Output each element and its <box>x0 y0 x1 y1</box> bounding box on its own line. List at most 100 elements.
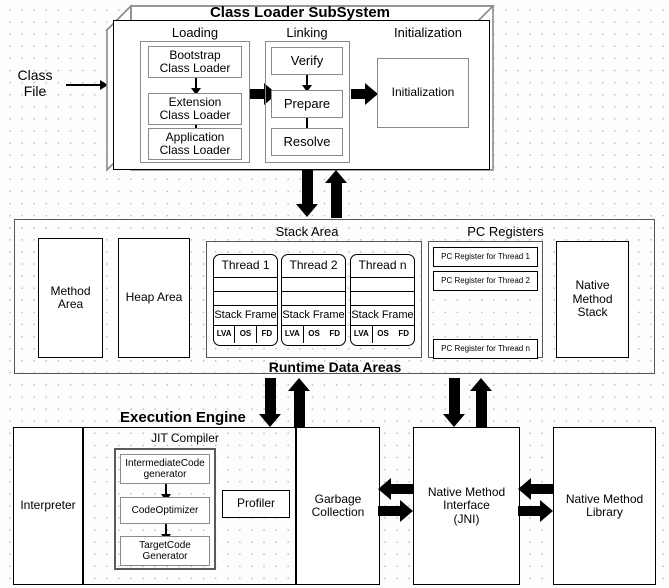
verify-label: Verify <box>290 52 324 68</box>
jni-line1: Native Method <box>427 484 506 499</box>
jni-to-library-right-arrow <box>518 500 554 522</box>
interpreter-box[interactable]: Interpreter <box>13 427 83 585</box>
pc-registers-title: PC Registers <box>467 223 544 239</box>
jni-to-runtime-up-arrow <box>470 378 494 428</box>
native-method-stack-line2: Method <box>572 291 613 306</box>
class-file-label-line1: Class <box>17 67 53 84</box>
thread-n-frame-cells: LVA OS FD <box>351 325 414 343</box>
thread-1-empty-row-2 <box>214 291 277 305</box>
native-method-library-line2: Library <box>586 505 623 519</box>
jit-compiler-title: JIT Compiler <box>151 431 219 446</box>
classloader-to-runtime-down-arrow <box>296 170 320 218</box>
method-area-line2: Area <box>57 297 84 311</box>
method-area-box[interactable]: Method Area <box>38 238 103 358</box>
target-code-generator-box[interactable]: TargetCode Generator <box>120 536 210 566</box>
heap-area-box[interactable]: Heap Area <box>118 238 190 358</box>
application-class-loader-line1: Application <box>165 129 225 144</box>
prepare-label: Prepare <box>283 95 331 111</box>
linking-to-initialization-arrow <box>351 83 379 105</box>
jni-to-gc-left-arrow <box>378 478 414 500</box>
thread-1-cell-fd: FD <box>255 326 277 343</box>
runtime-data-areas-panel <box>14 219 655 374</box>
application-class-loader-box[interactable]: Application Class Loader <box>148 128 242 160</box>
pc-register-thread-1[interactable]: PC Register for Thread 1 <box>433 247 538 267</box>
runtime-to-jni-down-arrow <box>443 378 467 428</box>
execution-engine-title: Execution Engine <box>120 409 246 426</box>
thread-1-cell-os: OS <box>234 326 255 343</box>
pc-register-thread-2[interactable]: PC Register for Thread 2 <box>433 271 538 291</box>
thread-2-name: Thread 2 <box>289 258 338 273</box>
loading-arrow-1 <box>190 78 202 96</box>
thread-2-empty-row-1 <box>282 277 345 291</box>
prepare-box[interactable]: Prepare <box>271 90 343 118</box>
bootstrap-class-loader-line1: Bootstrap <box>169 47 221 62</box>
intermediate-code-generator-line2: generator <box>143 469 187 480</box>
stack-area-group <box>206 241 422 358</box>
thread-1-frame-cells: LVA OS FD <box>214 325 277 343</box>
thread-1-name: Thread 1 <box>221 258 270 273</box>
profiler-label: Profiler <box>236 496 275 511</box>
thread-box-n[interactable]: Thread n Stack Frame LVA OS FD <box>350 254 415 346</box>
runtime-data-areas-title: Runtime Data Areas <box>268 359 402 376</box>
verify-box[interactable]: Verify <box>271 47 343 75</box>
thread-2-cell-os: OS <box>302 326 325 343</box>
thread-1-empty-row-1 <box>214 277 277 291</box>
thread-box-1[interactable]: Thread 1 Stack Frame LVA OS FD <box>213 254 278 346</box>
target-code-generator-line2: Generator <box>142 551 188 562</box>
jni-line3: (JNI) <box>453 511 480 526</box>
application-class-loader-line2: Class Loader <box>159 143 231 157</box>
linking-arrow-1 <box>301 75 313 93</box>
thread-2-empty-row-2 <box>282 291 345 305</box>
class-file-label-line2: File <box>23 83 47 99</box>
thread-1-cell-lva: LVA <box>216 329 232 339</box>
target-code-generator-line1: TargetCode <box>139 539 191 551</box>
code-optimizer-box[interactable]: CodeOptimizer <box>120 497 210 524</box>
thread-n-cell-os: OS <box>371 326 394 343</box>
intermediate-code-generator-line1: IntermediateCode <box>125 457 205 469</box>
thread-n-name: Thread n <box>358 258 407 273</box>
extension-class-loader-line1: Extension <box>168 94 222 109</box>
interpreter-label: Interpreter <box>20 498 76 513</box>
bootstrap-class-loader-box[interactable]: Bootstrap Class Loader <box>148 46 242 78</box>
code-optimizer-label: CodeOptimizer <box>131 504 199 516</box>
native-method-library-line1: Native Method <box>565 491 644 506</box>
extension-class-loader-line2: Class Loader <box>159 108 231 122</box>
pc-register-thread-n[interactable]: PC Register for Thread n <box>433 339 538 359</box>
thread-2-cell-lva: LVA <box>284 329 300 339</box>
resolve-box[interactable]: Resolve <box>271 128 343 156</box>
thread-n-cell-lva: LVA <box>353 329 369 339</box>
extension-class-loader-box[interactable]: Extension Class Loader <box>148 93 242 125</box>
initialization-box-label: Initialization <box>391 85 455 100</box>
method-area-line1: Method <box>50 283 91 298</box>
thread-n-empty-row-2 <box>351 291 414 305</box>
linking-group <box>265 41 350 163</box>
heap-area-label: Heap Area <box>125 290 183 305</box>
jit-compiler-panel <box>83 427 296 585</box>
thread-n-empty-row-1 <box>351 277 414 291</box>
loading-title: Loading <box>171 24 219 40</box>
intermediate-code-generator-box[interactable]: IntermediateCode generator <box>120 454 210 484</box>
runtime-to-engine-down-arrow <box>259 378 283 428</box>
class-file-arrow <box>66 80 110 90</box>
loading-group <box>140 41 250 163</box>
thread-2-stack-frame: Stack Frame <box>282 305 345 325</box>
class-file-label: Class File <box>8 66 62 102</box>
runtime-to-classloader-up-arrow <box>325 170 349 218</box>
jit-stages-group <box>114 448 216 570</box>
garbage-collection-line2: Collection <box>311 505 365 519</box>
engine-to-runtime-up-arrow <box>288 378 312 428</box>
thread-2-frame-cells: LVA OS FD <box>282 325 345 343</box>
profiler-box[interactable]: Profiler <box>222 490 290 518</box>
thread-box-2[interactable]: Thread 2 Stack Frame LVA OS FD <box>281 254 346 346</box>
gc-to-jni-right-arrow <box>378 500 414 522</box>
jni-line2: Interface <box>443 498 490 513</box>
native-method-library-box[interactable]: Native Method Library <box>553 427 656 585</box>
garbage-collection-box[interactable]: Garbage Collection <box>296 427 380 585</box>
initialization-box[interactable]: Initialization <box>377 58 469 128</box>
native-method-interface-box[interactable]: Native Method Interface (JNI) <box>413 427 520 585</box>
bootstrap-class-loader-line2: Class Loader <box>159 61 231 75</box>
native-method-stack-line3: Stack <box>577 305 608 320</box>
stack-area-title: Stack Area <box>275 223 339 239</box>
library-to-jni-left-arrow <box>518 478 554 500</box>
native-method-stack-box[interactable]: Native Method Stack <box>556 241 629 358</box>
